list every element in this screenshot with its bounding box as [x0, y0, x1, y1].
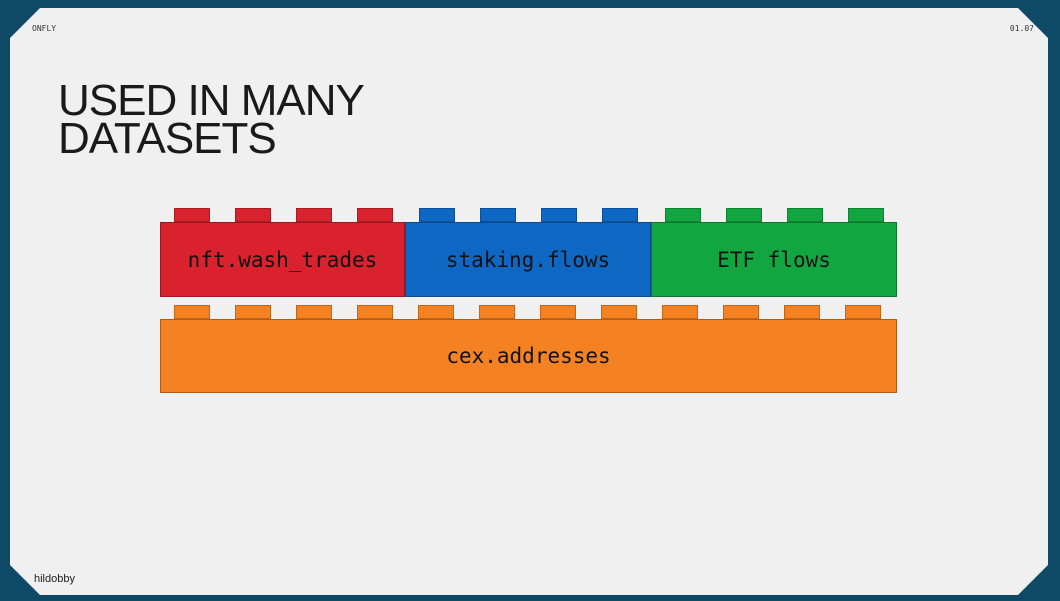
- title-line-1: USED IN MANY: [58, 76, 365, 125]
- brick-stud: [357, 305, 393, 319]
- brick-label: nft.wash_trades: [187, 247, 378, 272]
- brick-stud: [174, 208, 210, 222]
- brick-label: staking.flows: [445, 247, 611, 272]
- brick-stud: [540, 305, 576, 319]
- top-left-brand: ONFLY: [32, 24, 57, 33]
- brick-stud: [784, 305, 820, 319]
- brick-nft-wash-trades: nft.wash_trades: [160, 208, 405, 297]
- brick-label: cex.addresses: [446, 344, 611, 368]
- brick-body: nft.wash_trades: [160, 222, 405, 297]
- brick-stud: [296, 208, 332, 222]
- brick-staking-flows: staking.flows: [405, 208, 651, 297]
- brick-stud: [357, 208, 393, 222]
- brick-stud: [418, 305, 454, 319]
- brick-stud: [419, 208, 455, 222]
- brick-stud: [726, 208, 762, 222]
- title-line-2: DATASETS: [58, 114, 277, 163]
- brick-stud: [480, 208, 516, 222]
- brick-stud: [845, 305, 881, 319]
- brick-stud: [723, 305, 759, 319]
- brick-stud: [601, 305, 637, 319]
- brick-body: staking.flows: [405, 222, 651, 297]
- brick-stud: [235, 208, 271, 222]
- brick-stud: [174, 305, 210, 319]
- brick-etf-flows: ETF flows: [651, 208, 897, 297]
- brick-stud: [541, 208, 577, 222]
- brick-stud: [479, 305, 515, 319]
- speaker-handle: hildobby: [34, 573, 75, 585]
- brick-label: ETF flows: [717, 247, 831, 272]
- brick-stud: [296, 305, 332, 319]
- top-right-counter: 01.07: [1009, 24, 1034, 33]
- brick-stud: [235, 305, 271, 319]
- slide-title: USED IN MANY DATASETS: [58, 76, 365, 163]
- brick-body: ETF flows: [651, 222, 897, 297]
- brick-stud: [602, 208, 638, 222]
- brick-cex-addresses: cex.addresses: [160, 305, 897, 393]
- brick-stud: [848, 208, 884, 222]
- slide: ONFLY 01.07 USED IN MANY DATASETS nft.wa…: [10, 8, 1048, 595]
- brick-stud: [787, 208, 823, 222]
- brick-stud: [662, 305, 698, 319]
- brick-stud: [665, 208, 701, 222]
- brick-body: cex.addresses: [160, 319, 897, 393]
